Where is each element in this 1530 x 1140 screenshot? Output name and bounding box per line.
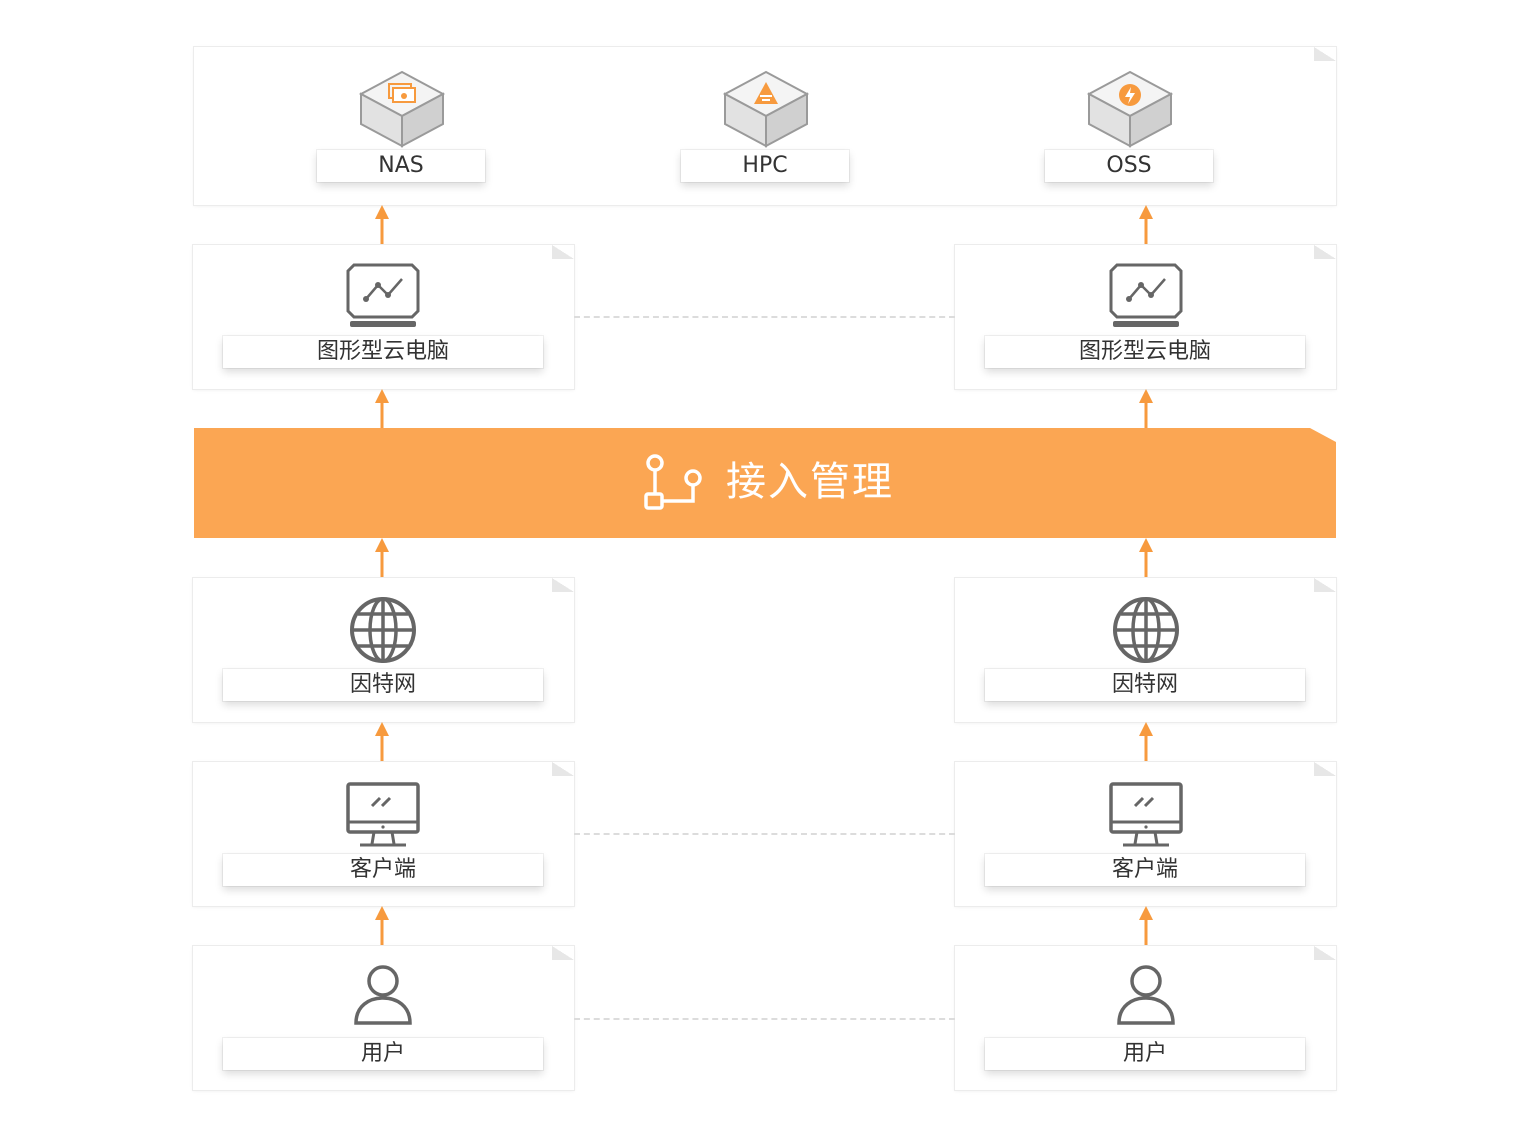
internet-label-right: 因特网 <box>985 669 1305 701</box>
arrow-up-icon <box>1139 389 1153 429</box>
cloud-pc-label-left: 图形型云电脑 <box>223 336 543 368</box>
user-label-right: 用户 <box>985 1038 1305 1070</box>
arrow-up-icon <box>375 722 389 762</box>
panel-fold <box>1314 578 1336 592</box>
nas-icon <box>358 70 446 148</box>
client-label-left: 客户端 <box>223 854 543 886</box>
panel-fold <box>552 946 574 960</box>
dashed-connector <box>574 1018 955 1020</box>
client-label-right: 客户端 <box>985 854 1305 886</box>
oss-label: OSS <box>1045 150 1213 182</box>
hpc-icon <box>722 70 810 148</box>
panel-fold <box>1314 245 1336 259</box>
user-icon <box>354 965 412 1025</box>
internet-label-left: 因特网 <box>223 669 543 701</box>
oss-icon <box>1086 70 1174 148</box>
arrow-up-icon <box>1139 205 1153 245</box>
monitor-icon <box>346 782 420 847</box>
monitor-icon <box>1109 782 1183 847</box>
access-management-banner <box>194 428 1336 538</box>
arrow-up-icon <box>375 538 389 578</box>
arrow-up-icon <box>1139 538 1153 578</box>
hpc-label: HPC <box>681 150 849 182</box>
arrow-up-icon <box>1139 906 1153 946</box>
dashed-connector <box>574 833 955 835</box>
panel-fold <box>1314 47 1336 61</box>
panel-fold <box>552 762 574 776</box>
user-icon <box>1117 965 1175 1025</box>
globe-icon <box>350 597 416 663</box>
panel-fold <box>1314 762 1336 776</box>
access-management-title: 接入管理 <box>726 459 894 505</box>
globe-icon <box>1113 597 1179 663</box>
branch-icon <box>644 454 702 510</box>
cloud-pc-icon <box>1109 263 1183 327</box>
arrow-up-icon <box>1139 722 1153 762</box>
nas-label: NAS <box>317 150 485 182</box>
panel-fold <box>552 578 574 592</box>
arrow-up-icon <box>375 205 389 245</box>
dashed-connector <box>574 316 955 318</box>
arrow-up-icon <box>375 389 389 429</box>
panel-fold <box>552 245 574 259</box>
banner-fold <box>1310 428 1336 442</box>
user-label-left: 用户 <box>223 1038 543 1070</box>
arrow-up-icon <box>375 906 389 946</box>
panel-fold <box>1314 946 1336 960</box>
cloud-pc-label-right: 图形型云电脑 <box>985 336 1305 368</box>
cloud-pc-icon <box>346 263 420 327</box>
